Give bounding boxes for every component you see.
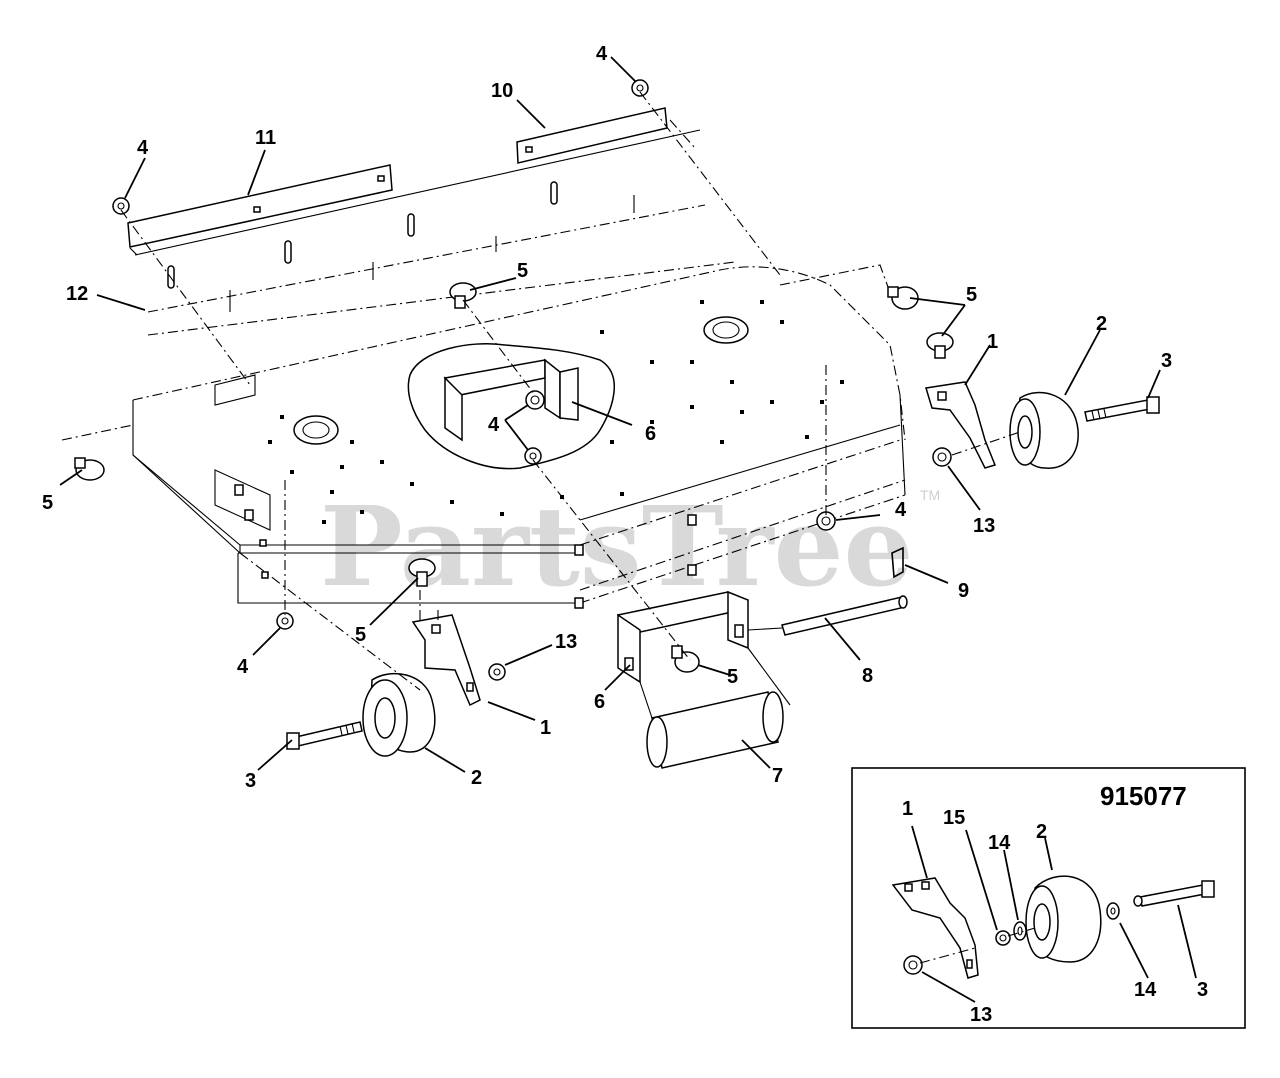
lock-nut-13-right[interactable] xyxy=(932,447,952,467)
roller-7[interactable] xyxy=(646,691,784,769)
front-roller-assembly xyxy=(617,546,908,769)
callout-13: 13 xyxy=(555,631,577,653)
right-gauge-wheel-assembly xyxy=(925,381,1160,469)
left-gauge-wheel-assembly xyxy=(239,552,506,757)
callout-4: 4 xyxy=(488,414,500,436)
callout-5: 5 xyxy=(517,260,528,282)
nut-4-top[interactable] xyxy=(631,79,649,97)
carriage-bolts-5 xyxy=(74,282,954,673)
callout-4: 4 xyxy=(237,656,249,678)
callout-9: 9 xyxy=(958,580,969,602)
baffle-assembly xyxy=(127,107,736,336)
callout-4: 4 xyxy=(895,499,907,521)
inset-detail: 915077 1 15 14 2 14 3 xyxy=(851,767,1246,1029)
callout-4: 4 xyxy=(596,43,608,65)
baffle-plate-12[interactable] xyxy=(134,129,736,336)
inset-callout-1: 1 xyxy=(902,798,913,820)
inset-callout-2: 2 xyxy=(1036,821,1047,843)
callout-2: 2 xyxy=(471,767,482,789)
alignment-lines xyxy=(61,91,889,661)
inset-washer-14-inner[interactable] xyxy=(1013,921,1027,941)
inset-lock-nut-13[interactable] xyxy=(903,955,923,975)
callout-labels: 4 10 4 11 12 5 5 1 2 3 5 4 6 13 4 9 5 13… xyxy=(42,43,1172,792)
callout-5: 5 xyxy=(42,492,53,514)
inset-spacer-15[interactable] xyxy=(995,930,1011,946)
wheel-bolt-3-left[interactable] xyxy=(286,721,363,750)
callout-6: 6 xyxy=(594,691,605,713)
inset-callout-14: 14 xyxy=(1134,979,1157,1001)
callout-10: 10 xyxy=(491,80,513,102)
callout-13: 13 xyxy=(973,515,995,537)
callout-12: 12 xyxy=(66,283,88,305)
callout-5: 5 xyxy=(355,624,366,646)
baffle-plate-11[interactable] xyxy=(127,164,393,248)
inset-callout-15: 15 xyxy=(943,807,965,829)
callout-6: 6 xyxy=(645,423,656,445)
callout-1: 1 xyxy=(540,717,551,739)
callout-5: 5 xyxy=(727,666,738,688)
inset-callout-14: 14 xyxy=(988,832,1011,854)
gauge-wheel-2-left[interactable] xyxy=(362,672,436,757)
bolt-5-top[interactable] xyxy=(449,282,477,309)
nut-4-center-b[interactable] xyxy=(524,447,542,465)
nut-4-left[interactable] xyxy=(112,197,130,215)
inset-gauge-wheel-2[interactable] xyxy=(1025,875,1102,963)
nut-4-front-left[interactable] xyxy=(276,612,294,630)
callout-2: 2 xyxy=(1096,313,1107,335)
callout-3: 3 xyxy=(245,770,256,792)
inset-callout-3: 3 xyxy=(1197,979,1208,1001)
callout-1: 1 xyxy=(987,331,998,353)
bolt-5-front-center[interactable] xyxy=(671,645,700,673)
leader-lines xyxy=(59,56,1161,773)
callout-5: 5 xyxy=(966,284,977,306)
inset-washer-14-outer[interactable] xyxy=(1106,902,1120,920)
watermark-trademark: TM xyxy=(920,487,940,503)
baffle-plate-10[interactable] xyxy=(516,107,668,164)
gauge-wheel-2-right[interactable] xyxy=(1009,391,1079,469)
callout-3: 3 xyxy=(1161,350,1172,372)
inset-model-number: 915077 xyxy=(1100,781,1187,811)
wheel-bolt-3-right[interactable] xyxy=(1084,396,1160,422)
roller-shaft-8[interactable] xyxy=(747,595,908,636)
callout-7: 7 xyxy=(772,765,783,787)
bolt-5-right-mid[interactable] xyxy=(926,332,954,359)
inset-callout-13: 13 xyxy=(970,1004,992,1026)
nuts-4 xyxy=(112,79,836,630)
callout-11: 11 xyxy=(255,127,276,149)
callout-4: 4 xyxy=(137,137,149,159)
bolt-5-right-top[interactable] xyxy=(887,286,919,310)
hairpin-9[interactable] xyxy=(891,546,904,579)
watermark-text: PartsTree xyxy=(320,482,914,611)
mower-deck xyxy=(132,266,906,609)
lock-nut-13-left[interactable] xyxy=(488,663,506,681)
inset-wheel-bolt-3[interactable] xyxy=(1133,880,1215,907)
wheel-bracket-1-left[interactable] xyxy=(411,614,481,707)
bolt-5-left[interactable] xyxy=(74,457,105,481)
nut-4-center-a[interactable] xyxy=(525,390,545,410)
inset-wheel-bracket-1[interactable] xyxy=(891,877,979,979)
callout-8: 8 xyxy=(862,665,873,687)
